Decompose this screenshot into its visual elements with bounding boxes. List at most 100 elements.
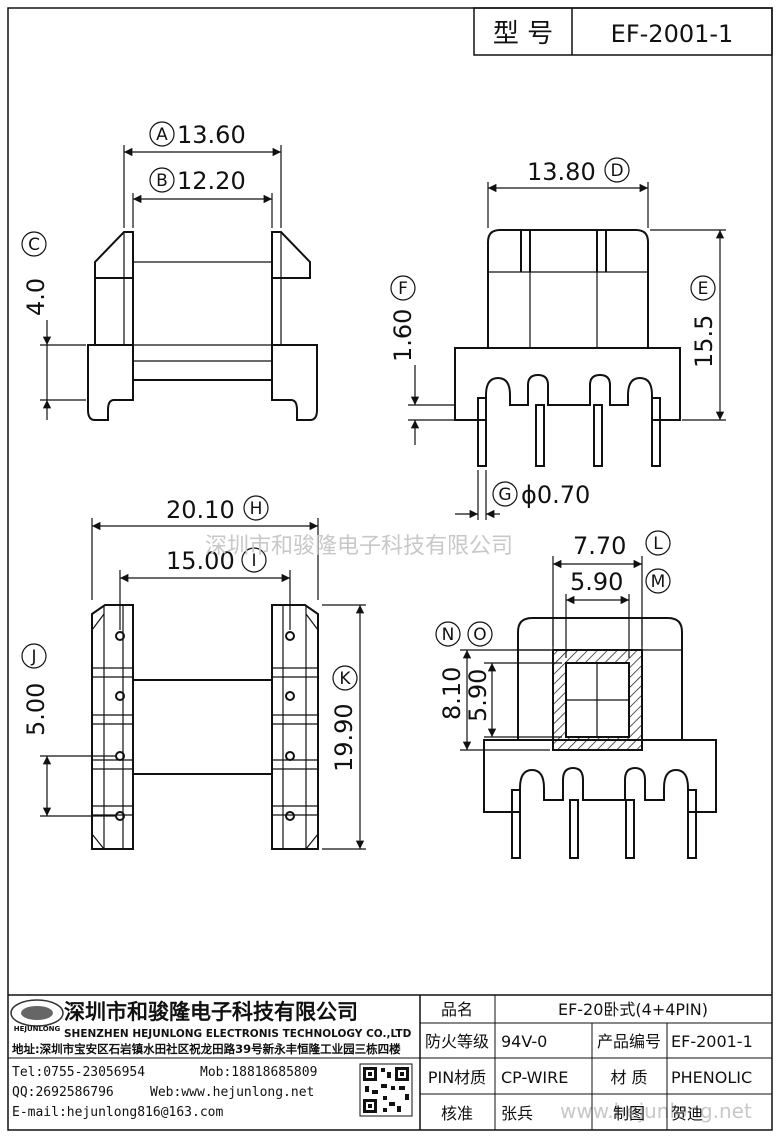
pin-hole bbox=[115, 751, 125, 761]
section-pin-2 bbox=[569, 799, 579, 859]
dim-J: J 5.00 bbox=[21, 643, 50, 736]
company-logo: HEJUNLONG bbox=[10, 999, 64, 1033]
dim-F: F 1.60 bbox=[389, 275, 417, 362]
side-top-flange bbox=[487, 229, 649, 348]
material-label: 材 质 bbox=[610, 1068, 647, 1087]
svg-text:K: K bbox=[339, 669, 351, 689]
svg-text:4.0: 4.0 bbox=[22, 278, 50, 316]
company-tel: Tel:0755-23056954 bbox=[12, 1065, 145, 1080]
material-value: PHENOLIC bbox=[671, 1068, 752, 1087]
svg-text:13.60: 13.60 bbox=[177, 121, 246, 149]
dim-I: I bbox=[241, 547, 267, 573]
svg-text:15.5: 15.5 bbox=[690, 315, 718, 368]
side-pin-3 bbox=[593, 404, 603, 467]
drawn-label: 制图 bbox=[613, 1104, 645, 1123]
svg-text:8.10: 8.10 bbox=[438, 667, 466, 720]
model-value: EF-2001-1 bbox=[611, 20, 734, 48]
company-name-cn: 深圳市和骏隆电子科技有限公司 bbox=[64, 1000, 358, 1024]
svg-text:12.20: 12.20 bbox=[177, 167, 246, 195]
model-label: 型 号 bbox=[493, 19, 553, 49]
bottom-left-rail bbox=[91, 604, 134, 850]
svg-text:N: N bbox=[442, 625, 455, 645]
fire-rating-value: 94V-0 bbox=[501, 1032, 547, 1051]
dim-B: B 12.20 bbox=[149, 167, 246, 195]
fire-rating-label: 防火等级 bbox=[425, 1032, 489, 1051]
svg-text:B: B bbox=[156, 171, 168, 191]
front-view bbox=[40, 145, 318, 421]
approved-value: 张兵 bbox=[501, 1104, 533, 1123]
product-label: 品名 bbox=[441, 1000, 473, 1019]
qr-code bbox=[359, 1063, 413, 1117]
svg-text:1.60: 1.60 bbox=[389, 309, 417, 362]
svg-text:5.90: 5.90 bbox=[464, 669, 492, 722]
section-pin-1 bbox=[511, 789, 521, 859]
pin-hole bbox=[115, 811, 125, 821]
svg-text:I: I bbox=[251, 551, 256, 571]
dim-M: M bbox=[645, 568, 671, 594]
bottom-right-rail bbox=[271, 604, 319, 850]
title-block: HEJUNLONG 深圳市和骏隆电子科技有限公司 SHENZHEN HEJUNL… bbox=[8, 994, 772, 1130]
dim-C: C 4.0 bbox=[21, 231, 50, 316]
dim-M-value: 5.90 bbox=[570, 568, 623, 596]
company-mob: Mob:18818685809 bbox=[200, 1065, 317, 1080]
svg-text:F: F bbox=[398, 279, 408, 299]
dim-L-value: 7.70 bbox=[573, 532, 626, 560]
front-right-top-flange bbox=[271, 231, 311, 279]
dim-O: O 5.90 bbox=[464, 621, 493, 722]
front-right-foot bbox=[271, 344, 318, 421]
svg-text:A: A bbox=[156, 125, 168, 145]
bottom-view bbox=[40, 518, 366, 850]
section-pin-3 bbox=[625, 799, 635, 859]
pin-hole bbox=[115, 631, 125, 641]
section-pin-4 bbox=[687, 789, 697, 859]
dim-H-value: 20.10 bbox=[166, 496, 235, 524]
pin-hole bbox=[285, 751, 295, 761]
company-web: Web:www.hejunlong.net bbox=[150, 1085, 314, 1100]
svg-text:D: D bbox=[610, 161, 623, 181]
product-code-label: 产品编号 bbox=[597, 1032, 661, 1051]
dim-G: G ϕ0.70 bbox=[492, 481, 590, 509]
svg-text:O: O bbox=[473, 625, 486, 645]
dim-I-value: 15.00 bbox=[166, 547, 235, 575]
company-address: 地址:深圳市宝安区石岩镇水田社区祝龙田路39号新永丰恒隆工业园三栋四楼 bbox=[12, 1042, 401, 1056]
dim-K: K 19.90 bbox=[330, 665, 358, 772]
product-value: EF-20卧式(4+4PIN) bbox=[558, 1000, 708, 1019]
pin-hole bbox=[285, 631, 295, 641]
sheet-border bbox=[7, 7, 773, 1131]
watermark-company: 深圳市和骏隆电子科技有限公司 bbox=[205, 534, 513, 559]
dim-L: L bbox=[645, 530, 671, 556]
dim-E: E 15.5 bbox=[690, 275, 718, 368]
pin-hole bbox=[285, 811, 295, 821]
svg-text:C: C bbox=[28, 235, 40, 255]
dim-D-value: 13.80 bbox=[527, 158, 596, 186]
svg-text:M: M bbox=[651, 572, 666, 592]
header-block: 型 号 EF-2001-1 bbox=[473, 7, 773, 56]
product-code-value: EF-2001-1 bbox=[671, 1032, 753, 1051]
section-view bbox=[460, 556, 717, 859]
svg-text:E: E bbox=[698, 279, 709, 299]
svg-text:19.90: 19.90 bbox=[330, 703, 358, 772]
side-pin-4 bbox=[651, 397, 661, 467]
svg-text:5.00: 5.00 bbox=[22, 683, 50, 736]
dim-A: A 13.60 bbox=[149, 121, 246, 149]
dim-D: D bbox=[604, 157, 630, 183]
pin-material-value: CP-WIRE bbox=[501, 1068, 568, 1087]
svg-text:H: H bbox=[250, 499, 263, 519]
pin-hole bbox=[285, 691, 295, 701]
watermark-website: www.hejunlong.net bbox=[560, 1099, 752, 1123]
pin-hole bbox=[115, 691, 125, 701]
svg-text:HEJUNLONG: HEJUNLONG bbox=[14, 1025, 61, 1033]
side-pin-2 bbox=[535, 404, 545, 467]
svg-text:G: G bbox=[498, 485, 511, 505]
front-left-foot bbox=[87, 344, 134, 421]
front-left-top-flange bbox=[94, 231, 134, 346]
pin-material-label: PIN材质 bbox=[428, 1068, 486, 1087]
section-top-flange bbox=[517, 617, 683, 740]
side-base bbox=[454, 347, 681, 421]
svg-text:J: J bbox=[30, 647, 36, 667]
dim-H: H bbox=[243, 495, 269, 521]
side-view bbox=[408, 182, 726, 520]
drawn-value: 贺迪 bbox=[671, 1104, 703, 1123]
company-qq: QQ:2692586796 bbox=[12, 1085, 114, 1100]
